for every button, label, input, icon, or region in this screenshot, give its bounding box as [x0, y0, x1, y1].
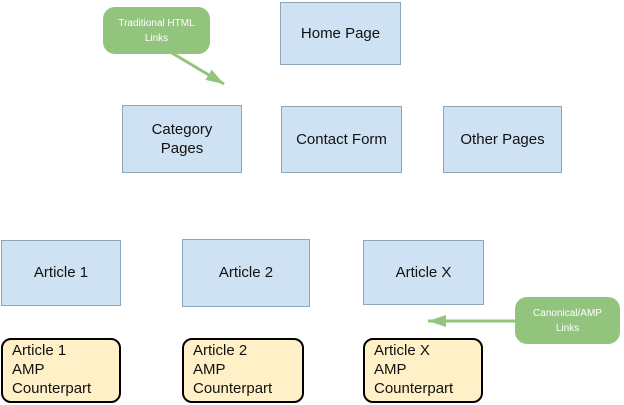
node-article-1-amp-counterpart: Article 1 AMP Counterpart — [1, 338, 121, 403]
node-article-2: Article 2 — [182, 239, 310, 307]
node-article-x: Article X — [363, 240, 484, 305]
node-article-x-amp-counterpart: Article X AMP Counterpart — [363, 338, 483, 403]
callout-traditional-html-links: Traditional HTML Links — [103, 7, 210, 54]
node-contact-form: Contact Form — [281, 106, 402, 173]
node-category-pages: Category Pages — [122, 105, 242, 173]
traditional-links-arrow — [171, 51, 225, 86]
node-home-page: Home Page — [280, 2, 401, 65]
callout-canonical-amp-links: Canonical/AMP Links — [515, 297, 620, 344]
node-article-1: Article 1 — [1, 240, 121, 306]
node-other-pages: Other Pages — [443, 106, 562, 173]
node-article-2-amp-counterpart: Article 2 AMP Counterpart — [182, 338, 304, 403]
